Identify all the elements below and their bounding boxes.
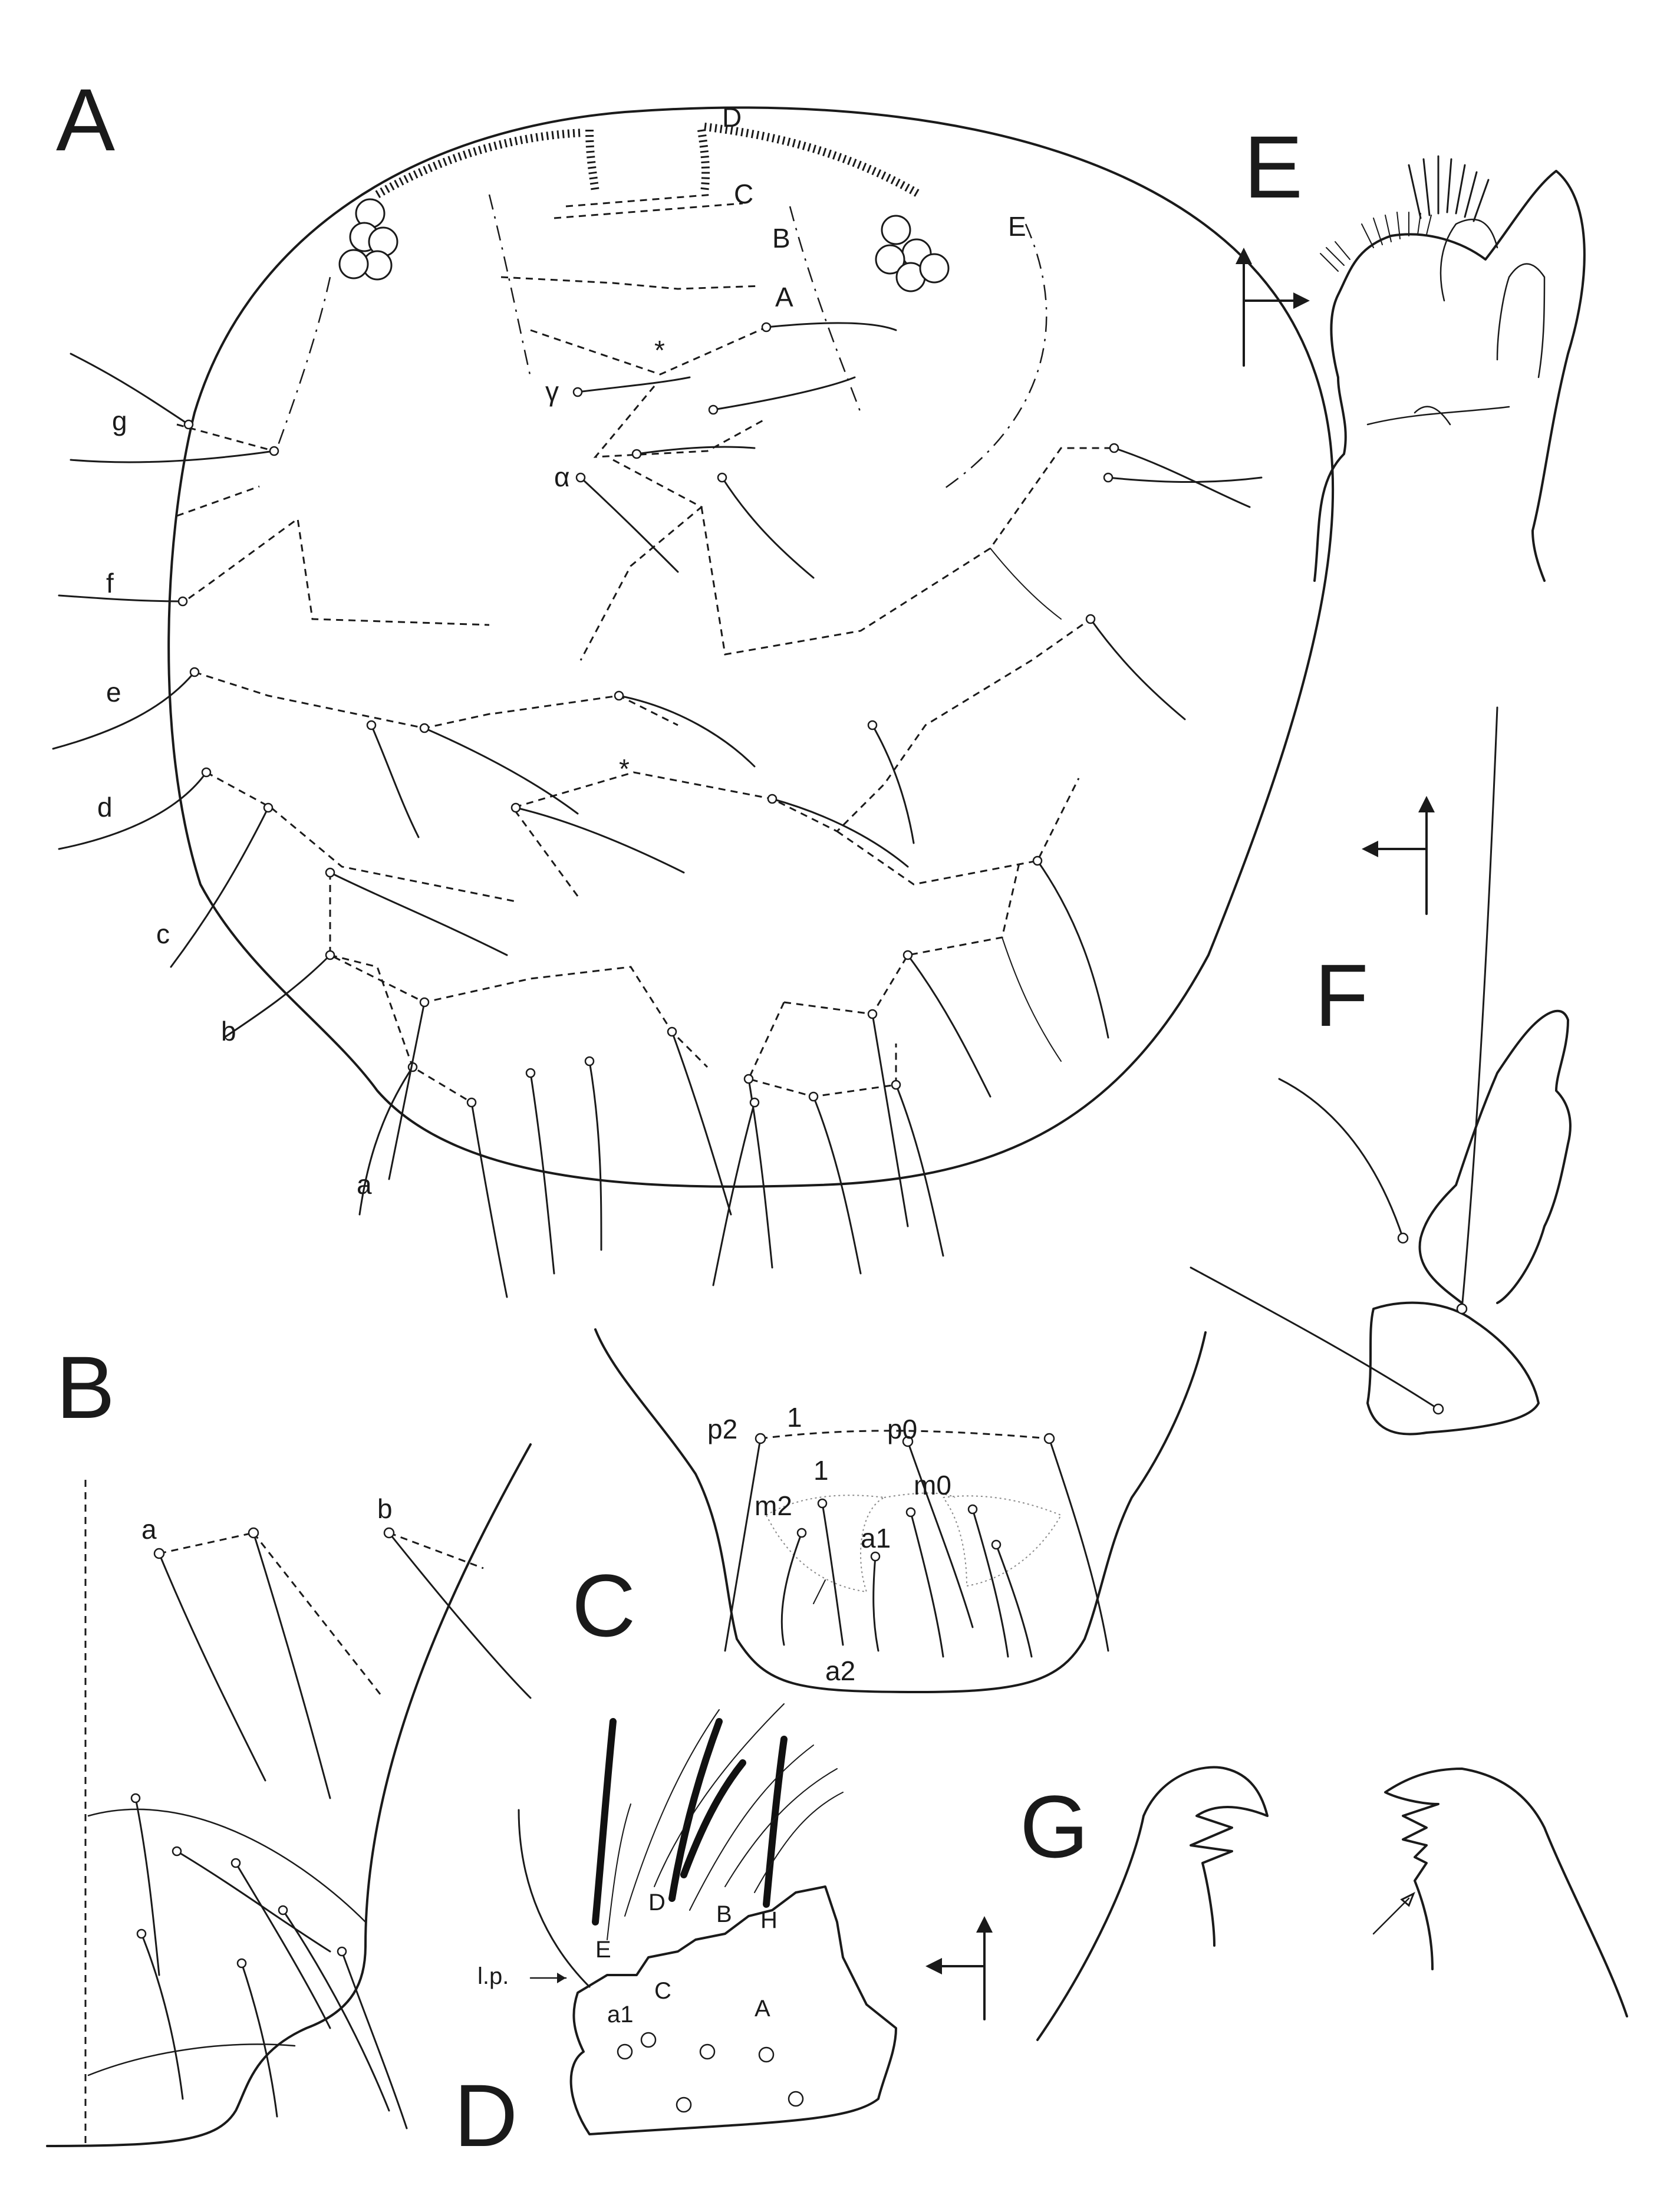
row-label-a: a [357,1169,372,1200]
orientation-arrows-e [1236,248,1310,367]
palp-outline [569,1885,897,2135]
panel-f-letter: F [1315,946,1369,1045]
panel-b-setae [130,1527,532,2130]
frontal-ridge-mid [697,129,710,192]
panel-d: D D B H E C A a1 l.p. [454,1703,993,2165]
palp-label-e: E [595,1937,611,1963]
panel-a-letter: A [56,70,115,169]
panel-g-letter: G [1020,1777,1089,1876]
network-upper [176,193,1114,661]
frontal-label-b: B [772,223,790,254]
suture-right [789,206,1047,491]
appendage-upper [1418,1009,1572,1304]
mandible-teeth [1320,155,1490,272]
palp-label-lp: l.p. [477,1963,509,1989]
orientation-arrows-d [925,1916,993,2020]
labrum-label-m0: m0 [914,1470,951,1500]
panel-c: C p2 1 p0 1 m0 m2 a1 a2 [572,1328,1207,1693]
labrum-label-a1: a1 [861,1523,891,1554]
palp-label-b: B [716,1901,732,1927]
labrum-label-a2: a2 [825,1655,855,1686]
row-label-e: e [106,677,121,707]
interocular-label-gamma: γ [545,376,559,407]
palp-setae [518,1703,844,2113]
appendage-setae [1190,706,1498,1415]
panel-e-letter: E [1244,117,1303,216]
panel-b: B a b [46,1338,532,2147]
panel-e: E [1236,117,1586,582]
frontal-label-a: A [775,282,793,312]
row-label-g: g [112,406,127,436]
row-label-d: d [97,792,113,822]
labrum-outline [594,1328,1207,1693]
labrum-label-p0: p0 [887,1414,917,1444]
panel-d-letter: D [454,2066,518,2165]
suture-left [276,194,532,449]
row-label-b: b [221,1016,236,1046]
claw-arrow [1372,1891,1415,1935]
panel-b-label-b: b [377,1493,393,1524]
labrum-setae [724,1433,1109,1658]
head-outline [167,106,1335,1188]
panel-b-letter: B [56,1338,115,1437]
star-mark-lower: * [619,753,630,784]
palp-label-a1: a1 [607,2002,634,2028]
labrum-label-1-lower: 1 [813,1455,829,1486]
palp-label-d: D [648,1890,666,1915]
mandible-inner [1366,218,1546,426]
labrum-network [760,1430,1050,1440]
setae-head [52,322,1263,1298]
palp-label-a: A [755,1996,770,2022]
palp-label-c: C [654,1978,671,2004]
palp-label-h: H [760,1907,778,1933]
frontal-ridge-inner [585,129,599,192]
interocular-label-alpha: α [554,462,570,492]
eye-patch-left [338,198,398,281]
labrum-inner-lobes [766,1492,1062,1593]
claw-right [1384,1768,1628,2017]
panel-b-label-a: a [141,1514,157,1545]
network-lower [329,860,1021,1104]
frontal-label-c: C [734,179,753,209]
panel-f: F [1190,706,1572,1436]
panel-b-inner-curve [87,1808,367,2076]
star-mark-upper: * [654,335,665,366]
orientation-arrows-f [1362,796,1435,915]
labrum-label-p2: p2 [707,1414,737,1444]
labrum-label-1-upper: 1 [787,1402,802,1433]
panel-c-letter: C [572,1556,635,1655]
panel-a-labels: g f e d c b a D C B A E γ α * * [97,102,1026,1200]
mandible-outline [1313,170,1586,582]
eye-patch-right [875,215,950,292]
frontal-label-e: E [1008,211,1026,242]
labrum-label-m2: m2 [755,1490,792,1521]
row-label-c: c [156,919,170,949]
appendage-outline [1366,1301,1540,1436]
frontal-ridge-left [375,129,584,199]
network-middle [194,618,1091,903]
panel-b-outline [46,1443,532,2147]
panel-b-network [159,1532,484,1699]
claw-left [1036,1766,1269,2041]
row-label-f: f [106,568,114,598]
panel-g: G [1020,1766,1628,2041]
frontal-label-d: D [722,102,742,133]
panel-a: A [52,70,1335,1298]
